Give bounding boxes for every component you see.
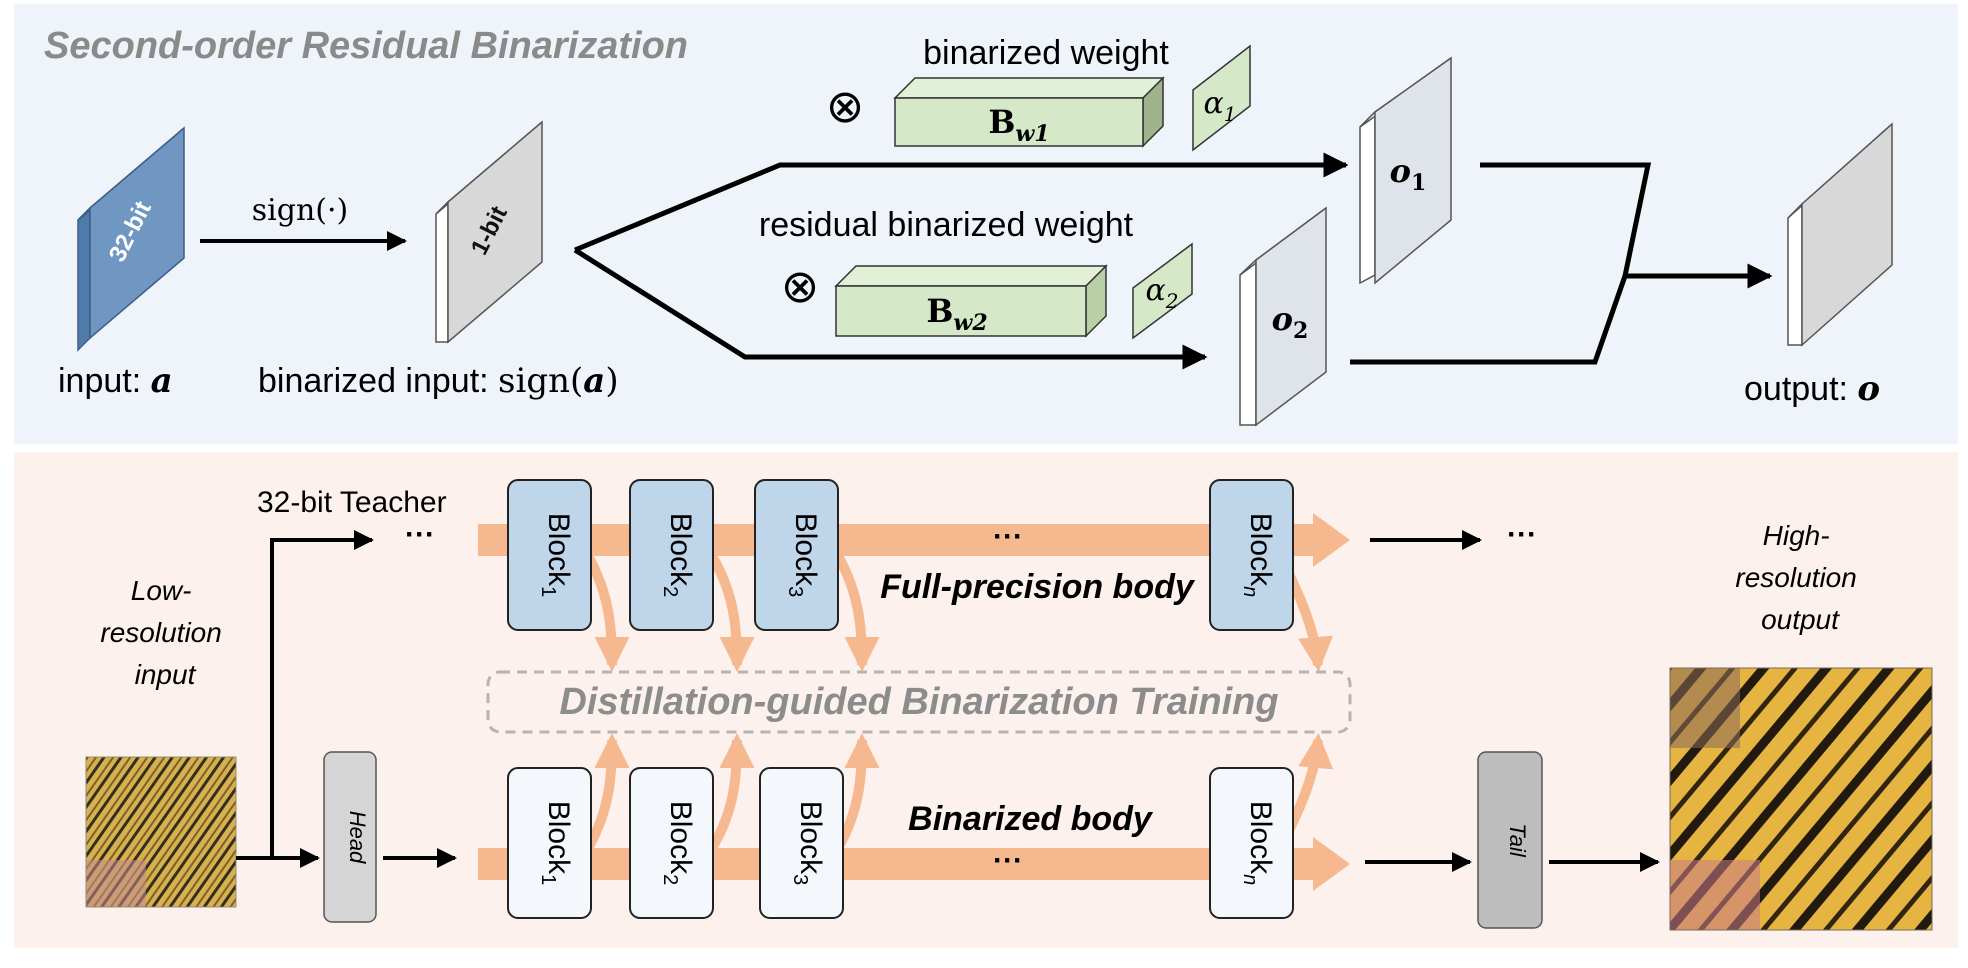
- residual-weight-label: residual binarized weight: [759, 206, 1134, 244]
- low-res-input-label: Low- resolution input: [100, 575, 229, 690]
- bin-block-n-label: Blockn: [1239, 801, 1277, 885]
- head-block: Head: [323, 751, 377, 923]
- branch-upper-path: [574, 152, 1349, 253]
- teacher-label: 32-bit Teacher: [257, 486, 447, 519]
- top-panel-title: Second-order Residual Binarization: [44, 25, 688, 67]
- fp-block-2-label: Block2: [659, 513, 697, 597]
- o1-block: o1: [1359, 56, 1452, 285]
- weight1-label: Bw1: [988, 103, 1049, 147]
- bin-block-3: Block3: [759, 767, 844, 919]
- bin-body-ellipsis: ···: [993, 844, 1023, 877]
- fp-block-3: Block3: [754, 479, 839, 631]
- weight-b-w1-block: Bw1: [893, 76, 1165, 148]
- full-precision-label: Full-precision body: [880, 568, 1196, 606]
- input-32bit-block: 32-bit: [77, 126, 185, 352]
- fp-block-2: Block2: [629, 479, 714, 631]
- teacher-output-ellipsis: ···: [1507, 518, 1537, 551]
- bin-block-1-label: Block1: [537, 801, 575, 885]
- sign-label: sign(·): [252, 193, 348, 228]
- binarized-1bit-block: 1-bit: [435, 120, 543, 344]
- fp-block-3-label: Block3: [784, 513, 822, 597]
- teacher-ellipsis: ···: [405, 518, 435, 551]
- weight-b-w2-block: Bw2: [834, 264, 1108, 338]
- output-caption: output: o: [1744, 369, 1880, 409]
- fp-block-1-label: Block1: [537, 513, 575, 597]
- high-res-butterfly-image: [1669, 667, 1933, 931]
- alpha-1-block: α1: [1192, 44, 1251, 152]
- tail-block: Tail: [1477, 751, 1543, 929]
- o2-label: o2: [1272, 300, 1309, 344]
- head-label: Head: [345, 811, 370, 864]
- bin-block-1: Block1: [507, 767, 592, 919]
- input-caption: input: a: [58, 361, 173, 401]
- weight2-label: Bw2: [926, 292, 987, 336]
- alpha2-label: α2: [1146, 273, 1179, 313]
- o2-block: o2: [1239, 206, 1327, 427]
- distillation-label: Distillation-guided Binarization Trainin…: [559, 681, 1278, 723]
- distillation-box: Distillation-guided Binarization Trainin…: [486, 670, 1352, 734]
- otimes-2-icon: ⊗: [781, 259, 820, 313]
- fp-block-1: Block1: [507, 479, 592, 631]
- fp-block-n: Blockn: [1209, 479, 1294, 631]
- fp-body-ellipsis: ···: [993, 520, 1023, 553]
- binarized-body-label: Binarized body: [908, 800, 1154, 838]
- low-res-butterfly-image: [85, 756, 237, 908]
- bin-block-3-label: Block3: [789, 801, 827, 885]
- bin-block-n: Blockn: [1209, 767, 1294, 919]
- tail-label: Tail: [1505, 823, 1530, 858]
- otimes-1-icon: ⊗: [826, 79, 865, 133]
- branch-lower-path: [573, 247, 1208, 370]
- bin-block-2-label: Block2: [659, 801, 697, 885]
- binarized-input-caption: binarized input: sign(a): [258, 361, 619, 401]
- merge-lower-path: [1350, 275, 1628, 365]
- alpha-2-block: α2: [1132, 242, 1193, 340]
- bin-block-2: Block2: [629, 767, 714, 919]
- high-res-output-label: High- resolution output: [1735, 520, 1864, 635]
- binarized-weight-label: binarized weight: [923, 34, 1169, 72]
- merge-upper-path: [1480, 162, 1652, 277]
- alpha1-label: α1: [1204, 86, 1237, 126]
- fp-block-n-label: Blockn: [1239, 513, 1277, 597]
- o1-label: o1: [1390, 152, 1427, 196]
- output-block: [1787, 122, 1893, 347]
